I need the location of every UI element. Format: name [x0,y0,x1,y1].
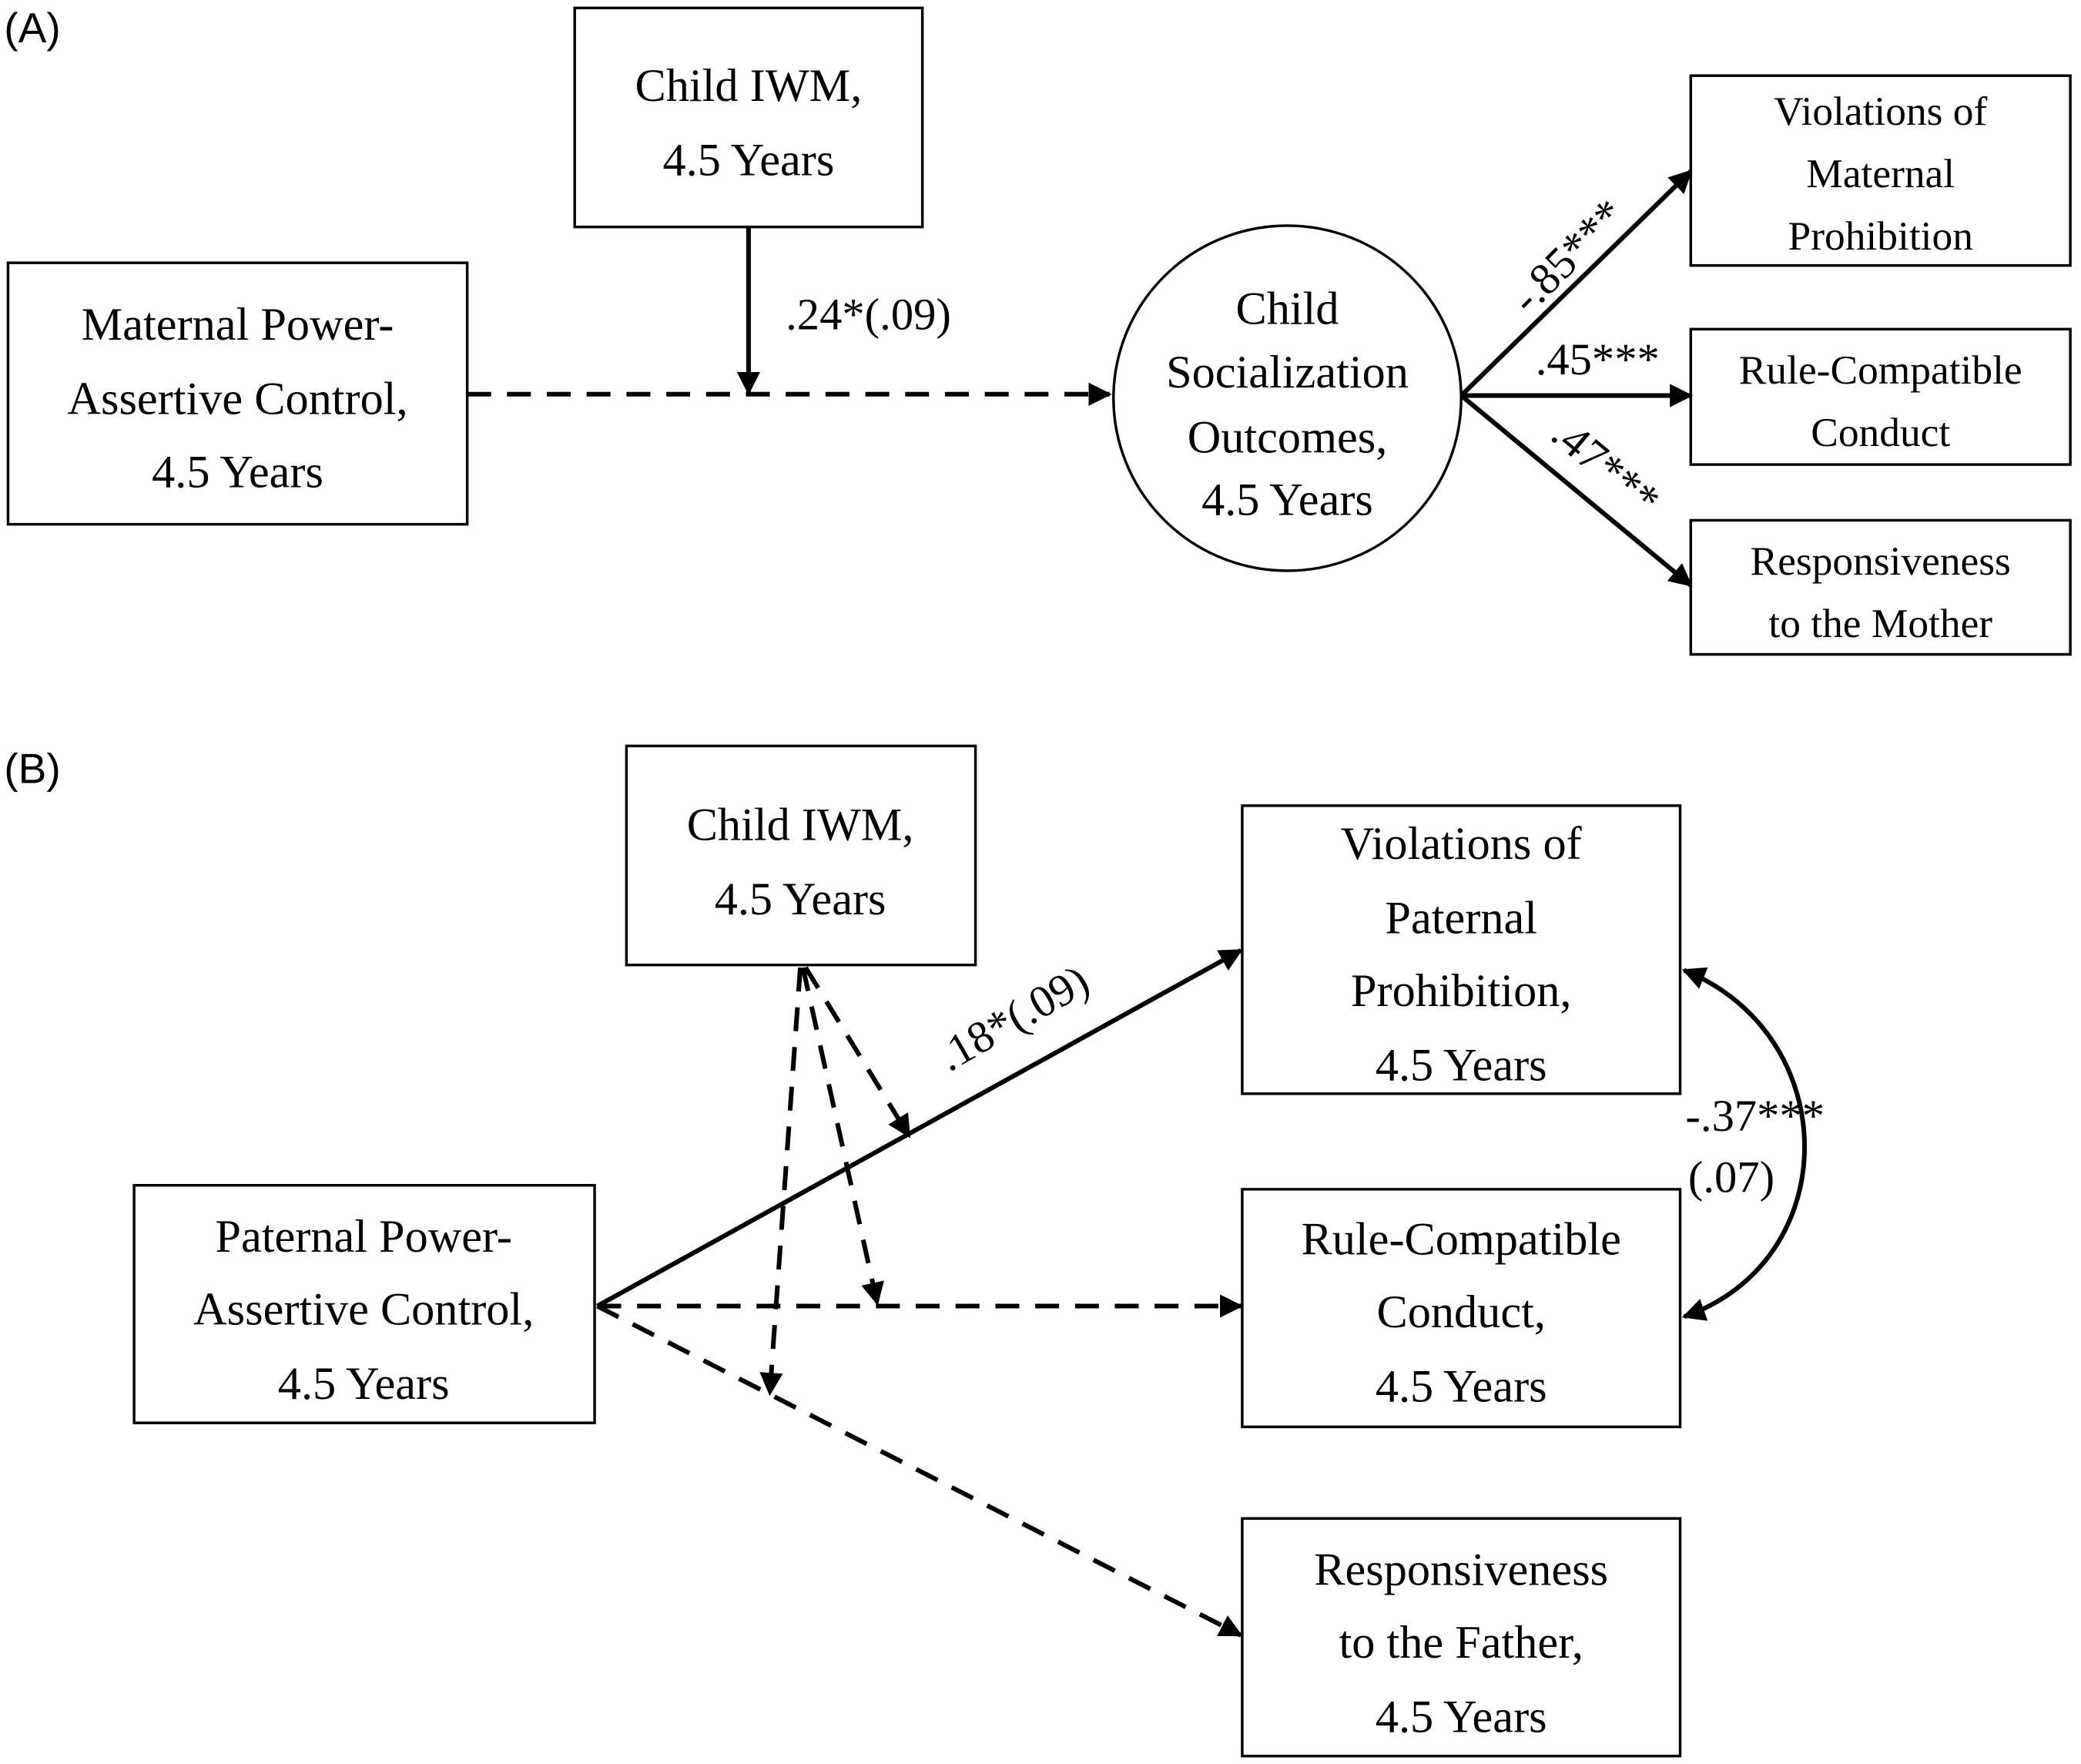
node-text: Violations of [1341,818,1583,870]
path-b-iwm-moderation-responsiveness [759,967,803,1397]
node-text: 4.5 Years [152,446,323,498]
label-a-loading-responsiveness: .47*** [1543,407,1670,525]
node-b-violations-paternal: Violations of Paternal Prohibition, 4.5 … [1241,804,1682,1095]
path-b-paternal-to-responsiveness [596,1303,1243,1638]
node-text: Conduct [1811,409,1950,455]
node-text: Maternal [1806,150,1955,196]
path-b-iwm-moderation-violations [803,966,911,1139]
node-b-responsiveness-father: Responsiveness to the Father, 4.5 Years [1241,1517,1682,1758]
node-text: Paternal [1385,892,1537,944]
node-b-child-iwm: Child IWM, 4.5 Years [625,744,977,967]
node-text: 4.5 Years [1376,1361,1547,1413]
node-text: Child IWM, [635,60,863,112]
path-b-iwm-moderation-rule [800,967,884,1306]
node-text: Responsiveness [1314,1544,1608,1595]
path-b-paternal-to-violations [596,948,1243,1309]
panel-b-label: (B) [4,745,60,793]
node-a-child-iwm: Child IWM, 4.5 Years [573,6,924,229]
label-b-covariance-se: (.07) [1688,1152,1774,1202]
path-b-covariance [1681,967,1808,1321]
node-text: Paternal Power- [215,1211,512,1263]
node-text: Assertive Control, [193,1284,534,1336]
node-text: Socialization [1166,347,1409,398]
node-a-socialization-outcomes: Child Socialization Outcomes, 4.5 Years [1112,224,1463,572]
node-text: 4.5 Years [663,134,835,186]
node-text: 4.5 Years [715,874,886,925]
node-text: 4.5 Years [1376,1040,1547,1092]
node-a-responsiveness-mother: Responsiveness to the Mother [1689,518,2072,656]
label-a-loading-violations: -.85*** [1500,189,1634,324]
node-text: to the Mother [1768,600,1992,646]
node-text: 4.5 Years [1376,1692,1547,1743]
node-text: Child [1235,283,1339,334]
label-a-moderation: .24*(.09) [786,289,951,339]
node-text: Maternal Power- [82,299,394,350]
node-text: Violations of [1774,88,1987,134]
node-a-rule-compatible: Rule-Compatible Conduct [1689,327,2072,466]
node-b-rule-compatible: Rule-Compatible Conduct, 4.5 Years [1241,1188,1682,1429]
node-text: to the Father, [1339,1617,1583,1668]
node-text: Prohibition [1788,213,1973,259]
label-b-covariance: -.37*** [1685,1091,1825,1141]
node-text: Rule-Compatible [1739,347,2022,393]
node-text: 4.5 Years [278,1358,450,1410]
node-text: Conduct, [1377,1286,1546,1338]
node-text: Rule-Compatible [1302,1213,1621,1265]
path-a-loading-responsiveness [1459,394,1693,588]
label-b-moderation: .18*(.09) [929,955,1097,1082]
node-text: Outcomes, [1188,412,1388,464]
node-text: Child IWM, [687,800,914,851]
node-b-paternal-control: Paternal Power- Assertive Control, 4.5 Y… [132,1184,596,1424]
label-a-loading-rule: .45*** [1536,334,1660,384]
path-a-loading-violations [1459,169,1693,397]
node-text: 4.5 Years [1201,475,1373,526]
node-text: Assertive Control, [67,374,407,425]
node-a-maternal-control: Maternal Power- Assertive Control, 4.5 Y… [6,261,469,526]
node-a-violations-maternal: Violations of Maternal Prohibition [1689,74,2072,267]
node-text: Responsiveness [1751,538,2011,584]
panel-a-label: (A) [4,4,60,52]
node-text: Prohibition, [1351,965,1571,1017]
